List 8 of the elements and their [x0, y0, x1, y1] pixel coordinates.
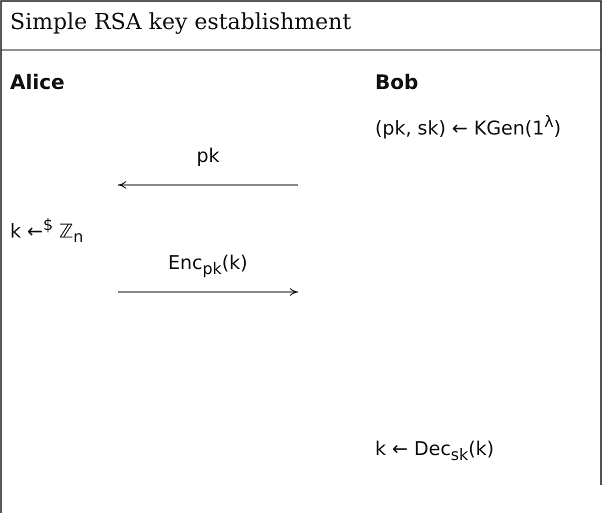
participant-name: Bob: [375, 70, 418, 94]
protocol-step: (pk, sk) ← KGen(1$^{λ}$): [375, 112, 562, 140]
protocol-step: k ←$^{$}$ ℤ$_{n}$: [10, 215, 84, 246]
title: Simple RSA key establishment: [10, 10, 352, 35]
message-label: pk: [196, 145, 220, 167]
participant-name: Alice: [10, 70, 65, 94]
protocol-step: k ← Dec$_{sk}$(k): [375, 438, 494, 464]
message-label: Enc$_{pk}$(k): [168, 252, 248, 278]
